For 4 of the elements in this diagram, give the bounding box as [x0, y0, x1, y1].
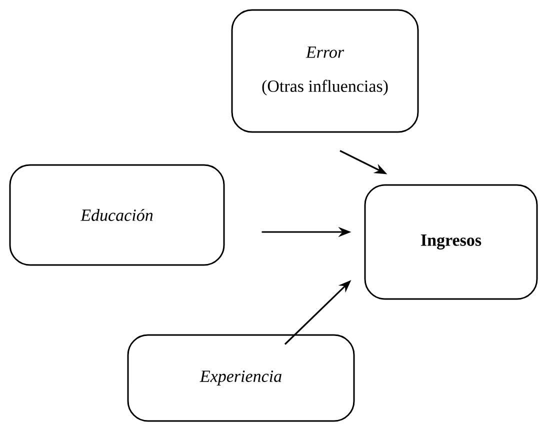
rounded-box: Educación — [9, 164, 225, 266]
rounded-box: Experiencia — [127, 334, 355, 422]
rounded-box: Ingresos — [364, 184, 538, 300]
rounded-box: Error (Otras influencias) — [231, 9, 419, 133]
